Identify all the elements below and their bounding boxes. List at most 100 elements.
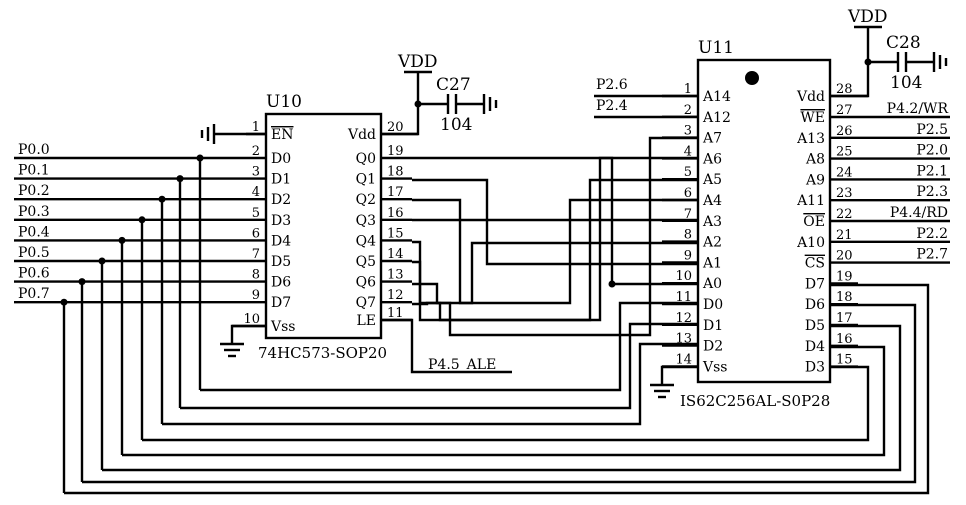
u10-pin-6-name: D4 (271, 233, 291, 249)
u10-pin-11-name: LE (356, 313, 376, 329)
u11-net-7-label: P2.7 (916, 247, 948, 263)
u11-left-nets: P2.6 P2.4 (594, 77, 698, 119)
u10-pin-13-number: 13 (387, 268, 404, 283)
c28-label: C28 (886, 33, 921, 53)
u11-pin-27-number: 27 (836, 103, 853, 118)
u10-pin-19-name: Q0 (356, 151, 376, 167)
u11-pin-4-name: A6 (702, 151, 722, 167)
u11-pin-22-name: OE (803, 214, 825, 230)
u11-net-2-label: P2.0 (916, 143, 948, 159)
u11-pin-21-name: A10 (796, 235, 825, 251)
u10-pin-1-number: 1 (252, 120, 260, 135)
p0-4-junction (118, 236, 126, 244)
u10-pin-16-name: Q3 (356, 213, 376, 229)
c28-value: 104 (890, 73, 922, 93)
u11-pin-3-name: A7 (702, 131, 722, 147)
wire-le-ale (381, 318, 512, 374)
vdd2-rail (830, 27, 870, 98)
net-p26: P2.6 (596, 77, 628, 93)
u10-pin-20-number: 20 (387, 120, 404, 135)
u11-pin-18-name: D6 (805, 297, 825, 313)
wire-u11-d2 (162, 342, 698, 426)
u10-pin-5-name: D3 (271, 213, 291, 229)
u11-pin-21-number: 21 (836, 228, 853, 243)
p0-0-label: P0.0 (18, 142, 50, 158)
wire-u11-d0 (200, 301, 698, 392)
u11-pin-14-name: Vss (702, 359, 727, 375)
u10-pin-17-name: Q2 (356, 192, 376, 208)
u11-pin-14-number: 14 (675, 352, 692, 367)
u10-pin-12-number: 12 (387, 288, 404, 303)
u11-pin-20-number: 20 (836, 249, 853, 264)
wire-u11-d5 (102, 324, 902, 472)
u11-pin-25-name: A8 (805, 152, 825, 168)
u11-power: VDD C28 104 (650, 7, 948, 399)
u11-pin-24-number: 24 (836, 165, 853, 180)
u10-pin-4-name: D2 (271, 192, 291, 208)
u10-pin-10-number: 10 (243, 312, 260, 327)
p0-5-label: P0.5 (18, 245, 50, 261)
wire-q2-a2 (412, 198, 698, 305)
u10-pin-20-name: Vdd (347, 127, 376, 143)
u10-vss-lead (230, 324, 266, 344)
p0-2-junction (158, 195, 166, 203)
u10-pin-14-name: Q5 (356, 254, 376, 270)
u11-pin-2-name: A12 (702, 110, 731, 126)
u11-pin-11-name: D0 (703, 297, 723, 313)
u11-pin-6-name: A4 (702, 193, 722, 209)
u11-pin-1-number: 1 (684, 82, 692, 97)
u11-pin-7-name: A3 (702, 214, 722, 230)
wire-q1-a1 (412, 178, 698, 266)
u10-pin-10-name: Vss (270, 319, 295, 335)
u11-net-1-label: P2.5 (916, 122, 948, 138)
u11-pin-10-number: 10 (675, 269, 692, 284)
u11-pin-9-name: A1 (702, 255, 722, 271)
u11-pin-8-name: A2 (702, 235, 722, 251)
u11-pin-17-name: D5 (805, 318, 825, 334)
u11-pin-12-name: D1 (703, 318, 723, 334)
vdd2-label: VDD (847, 7, 888, 27)
u11-pin-8-number: 8 (684, 228, 692, 243)
u11-pin-20-name: CS (805, 256, 825, 272)
u11-pin-3-number: 3 (684, 124, 692, 139)
p0-1-label: P0.1 (18, 163, 50, 179)
u11-pin-7-number: 7 (684, 207, 692, 222)
wire-u11-d6 (82, 303, 917, 484)
u11-net-3-label: P2.1 (916, 163, 948, 179)
u10-body (264, 112, 383, 340)
u11-pin-19-number: 19 (836, 269, 853, 284)
u11-pin-12-number: 12 (675, 311, 692, 326)
u10-power: VDD C27 104 (200, 52, 498, 358)
u10-pin-3-name: D1 (271, 172, 291, 188)
wire-u11-d3 (142, 365, 870, 442)
u11-part: IS62C256AL-S0P28 (680, 392, 830, 410)
p0-3-label: P0.3 (18, 204, 50, 220)
wire-q6-a6 (412, 156, 698, 322)
u10-pin-19-number: 19 (387, 144, 404, 159)
u10-pin-18-number: 18 (387, 165, 404, 180)
c27-label: C27 (436, 75, 471, 95)
u11-pin-5-number: 5 (684, 165, 692, 180)
u11-pin-26-name: A13 (796, 131, 825, 147)
wire-q7-a7 (412, 136, 698, 337)
u11-right-pins: 28Vdd27WE26A1325A824A923A1122OE21A1020CS… (796, 82, 868, 376)
u11-vss-lead (660, 365, 698, 385)
u11-pin-17-number: 17 (836, 311, 853, 326)
latch-address-wires (381, 136, 698, 374)
wire-u11-d4 (122, 345, 886, 457)
u10-pin-7-number: 7 (252, 247, 260, 262)
u10-pin-2-name: D0 (271, 151, 291, 167)
wire-u11-d1 (180, 322, 698, 410)
u10-pin-9-name: D7 (271, 295, 291, 311)
vdd1-label: VDD (397, 52, 438, 72)
u11-pin-5-name: A5 (702, 172, 722, 188)
p0-0-junction (196, 154, 204, 162)
wire-u11-d7 (64, 283, 930, 495)
u10-part: 74HC573-SOP20 (258, 344, 387, 362)
u11-pin-16-name: D4 (805, 339, 825, 355)
u11-pin1-marker (745, 71, 759, 85)
